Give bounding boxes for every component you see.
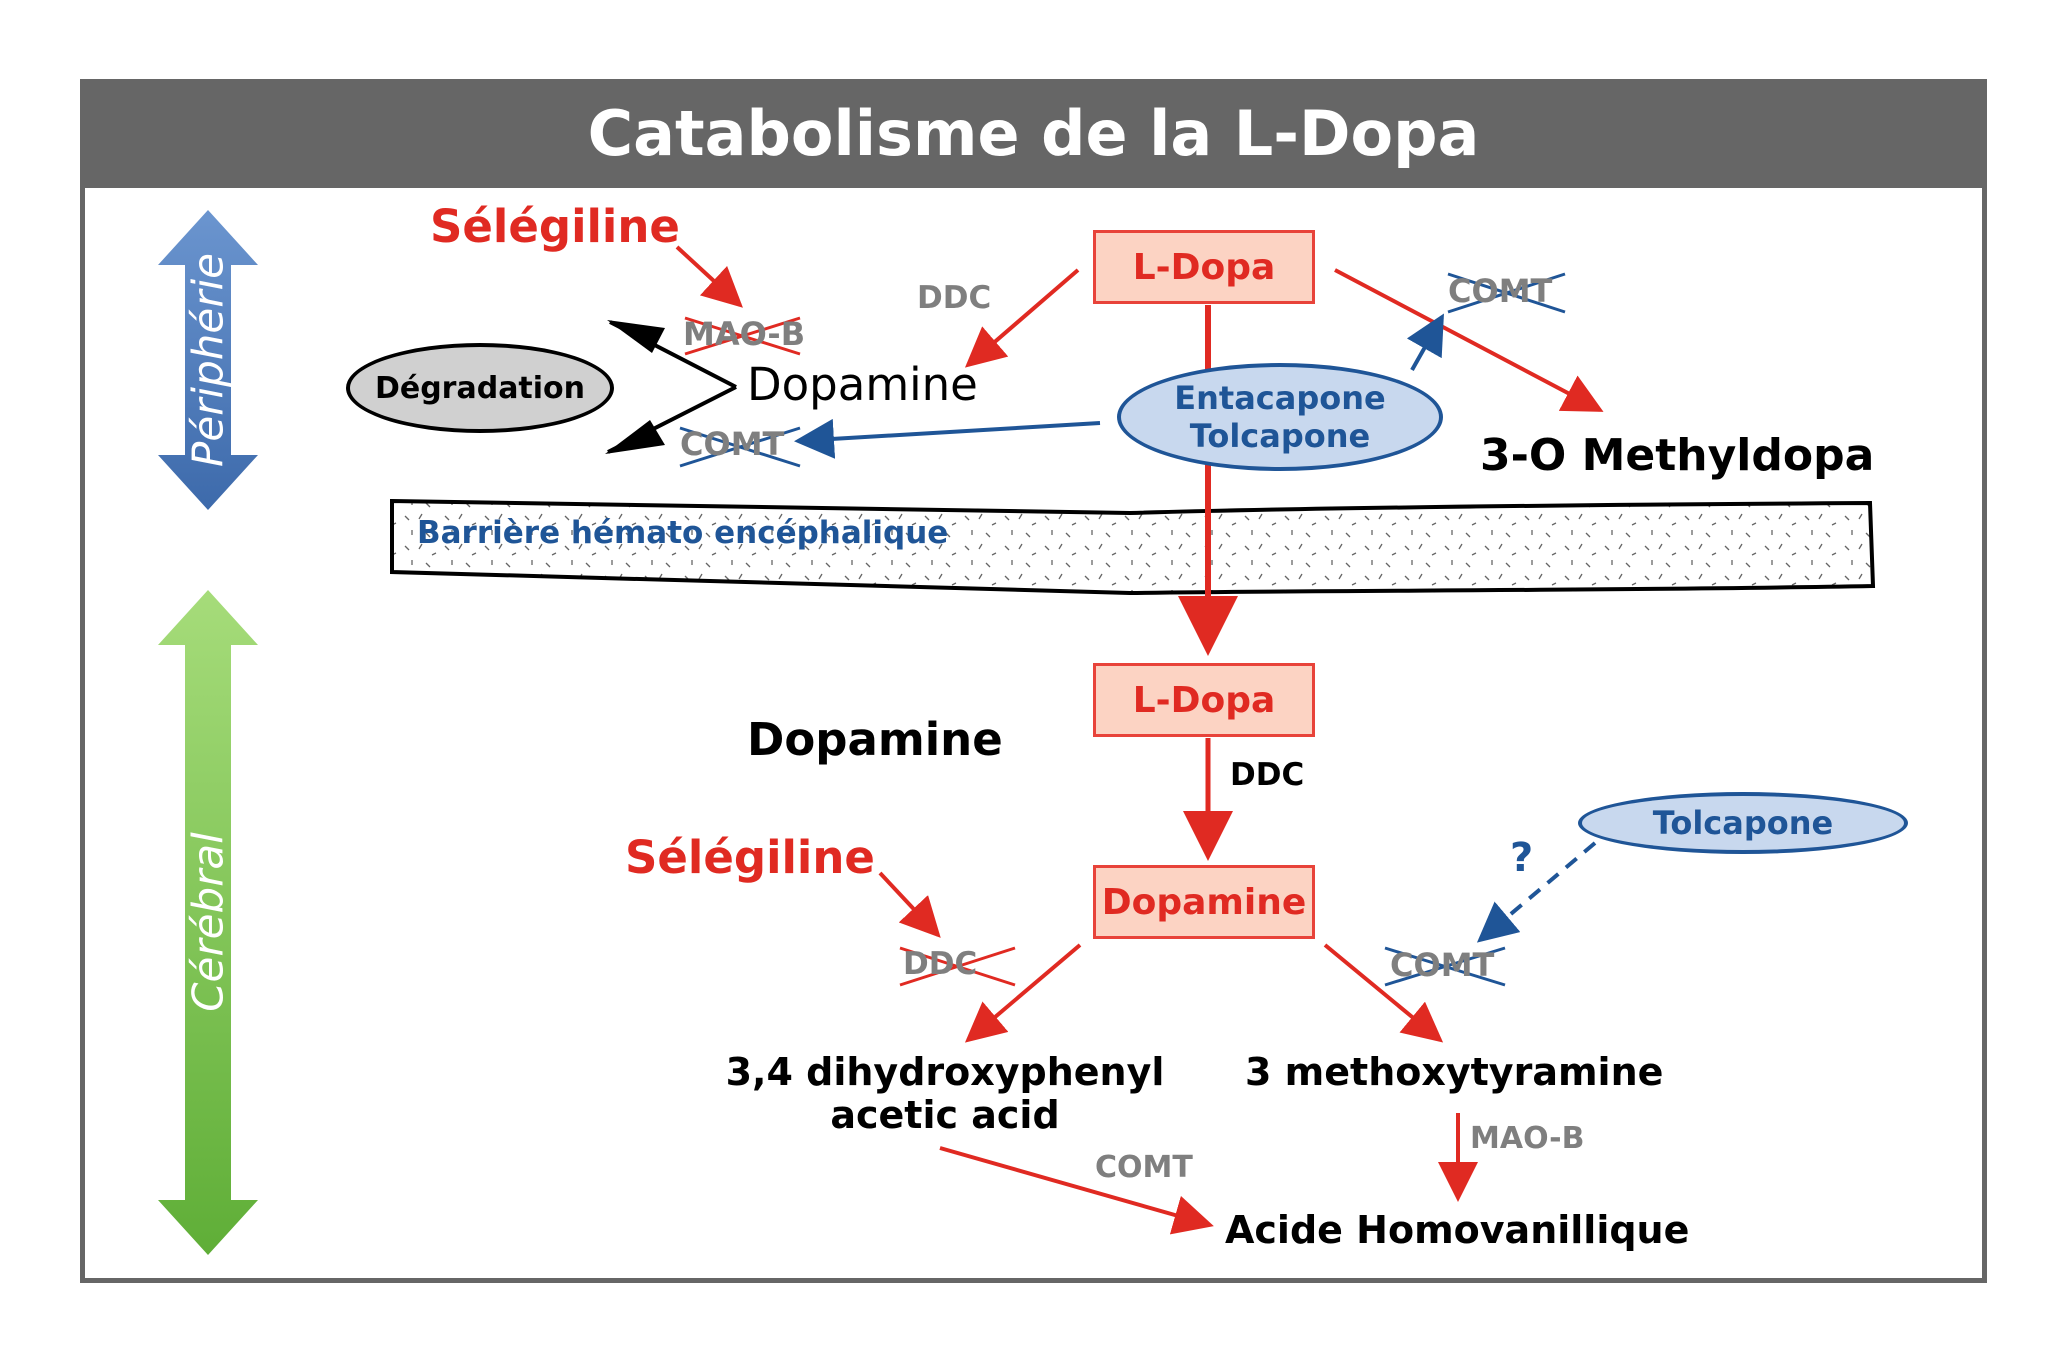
maob-cross — [684, 316, 801, 356]
comt-brain-cross — [1384, 946, 1506, 987]
methyldopa-label: 3-O Methyldopa — [1480, 430, 1875, 481]
periph-comt-methyldopa-label: COMT — [1448, 272, 1553, 310]
comt-methyldopa-cross — [1447, 272, 1566, 314]
ldopa-to-dopamine-arrow — [964, 268, 1080, 368]
brain-dopamine-box-label: Dopamine — [1101, 881, 1307, 923]
periph-ddc-label: DDC — [917, 280, 992, 316]
periph-ldopa-box: L-Dopa — [1093, 230, 1315, 304]
diagram-title: Catabolisme de la L-Dopa — [587, 97, 1480, 170]
barrier-label: Barrière hémato encéphalique — [417, 515, 949, 551]
question-mark: ? — [1510, 835, 1534, 881]
entacapone-tolcapone-ellipse: Entacapone Tolcapone — [1117, 363, 1443, 471]
tolcapone-label: Tolcapone — [1189, 417, 1371, 455]
brain-double-arrow — [158, 590, 258, 1255]
periph-selegiline-label: Sélégiline — [430, 200, 680, 253]
dopamine-to-3mt-arrow — [1323, 943, 1444, 1043]
brain-maob-label: MAO-B — [1470, 1121, 1585, 1156]
entacapone-to-comt-arrow — [794, 418, 1101, 459]
degradation-chevron — [605, 320, 737, 454]
tolcapone-to-comt-dashed-arrow — [1476, 841, 1597, 943]
dopac-label-line1: 3,4 dihydroxyphenyl — [725, 1050, 1165, 1094]
methoxytyramine-label: 3 methoxytyramine — [1245, 1050, 1664, 1094]
brain-dopamine-label: Dopamine — [747, 713, 1003, 766]
brain-ddc-label: DDC — [1230, 757, 1305, 793]
brain-comt-blocked-label: COMT — [1390, 946, 1495, 984]
dopac-to-hva-arrow — [939, 1146, 1214, 1235]
periph-maob-label: MAO-B — [683, 315, 806, 353]
ldopa-to-methyldopa-arrow — [1334, 268, 1604, 412]
brain-dopamine-box: Dopamine — [1093, 865, 1315, 939]
diagram-frame — [80, 79, 1987, 1283]
comt-periph-cross — [679, 426, 801, 468]
brain-selegiline-arrow — [878, 871, 941, 938]
brain-comt-label: COMT — [1095, 1150, 1193, 1185]
brain-selegiline-label: Sélégiline — [625, 831, 875, 884]
degradation-ellipse: Dégradation — [346, 343, 614, 433]
brain-tolcapone-label: Tolcapone — [1652, 804, 1834, 842]
brain-ldopa-label: L-Dopa — [1132, 679, 1276, 721]
degradation-label: Dégradation — [374, 370, 586, 406]
brain-ddc-blocked-label: DDC — [903, 946, 978, 982]
barrier-band — [390, 498, 1876, 596]
periphery-label: Périphérie — [183, 253, 233, 467]
periph-dopamine-label: Dopamine — [747, 358, 978, 411]
title-bar — [80, 79, 1987, 188]
periphery-double-arrow — [158, 210, 258, 510]
dopac-label-line2: acetic acid — [830, 1093, 1060, 1137]
periph-ldopa-label: L-Dopa — [1132, 246, 1276, 288]
periph-comt-dopamine-label: COMT — [680, 425, 785, 463]
brain-label: Cérébral — [183, 832, 233, 1012]
selegiline-to-maob-arrow — [675, 245, 743, 308]
brain-ldopa-box: L-Dopa — [1093, 663, 1315, 737]
hva-label: Acide Homovanillique — [1225, 1208, 1690, 1252]
dopamine-to-dopac-arrow — [964, 943, 1082, 1043]
entacapone-to-periph-comt-arrow — [1406, 313, 1444, 371]
ddc-brain-cross — [899, 946, 1016, 987]
brain-tolcapone-ellipse: Tolcapone — [1578, 792, 1908, 854]
entacapone-label: Entacapone — [1174, 379, 1386, 417]
